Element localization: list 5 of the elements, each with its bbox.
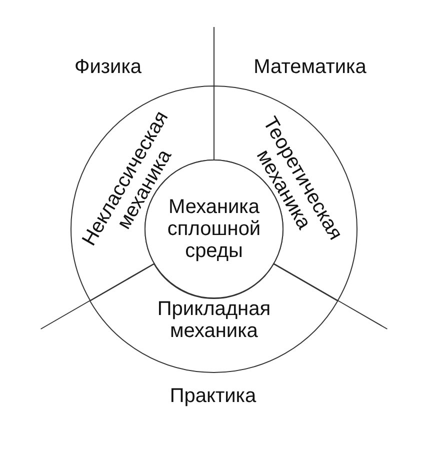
node-label: Прикладная механика <box>156 298 272 342</box>
ring-sector <box>89 262 339 373</box>
region-label: Математика <box>254 56 366 78</box>
region-label: Практика <box>170 385 256 407</box>
region-label: Физика <box>74 56 142 78</box>
